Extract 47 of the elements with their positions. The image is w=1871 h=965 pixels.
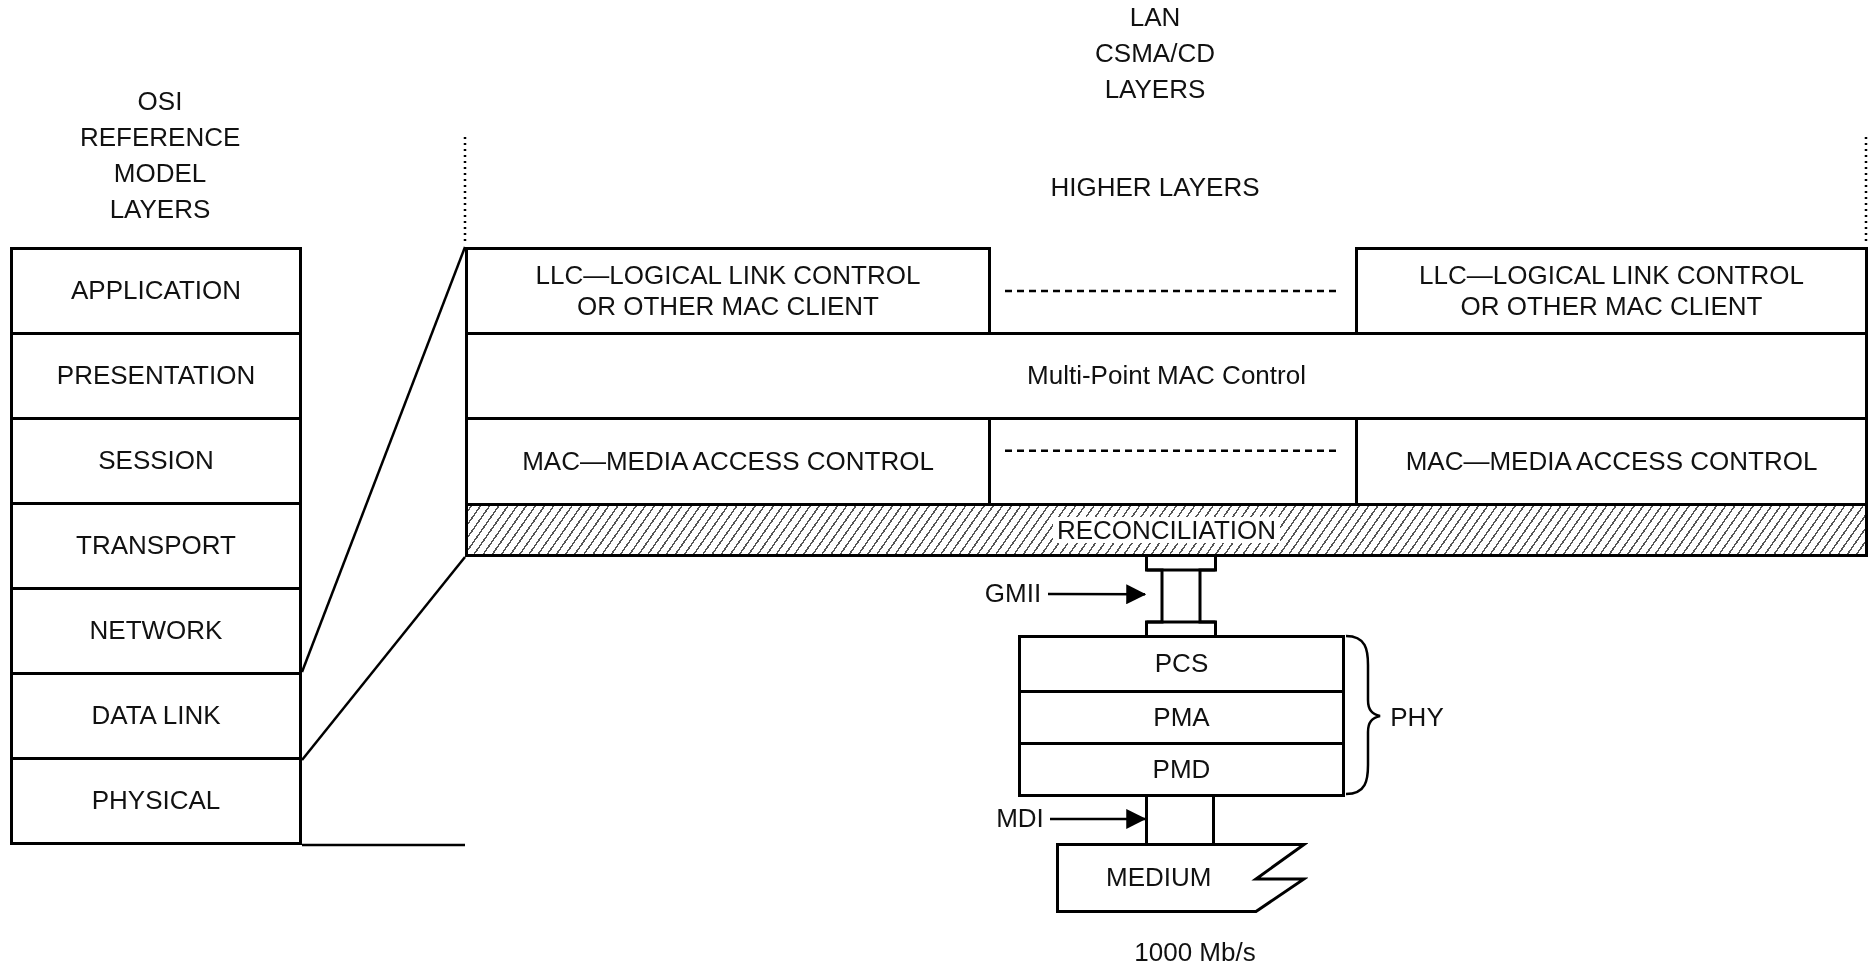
text-label: HIGHER LAYERS: [1049, 171, 1261, 204]
layer-label: PMA: [1153, 701, 1210, 734]
layer-label: DATA LINK: [91, 700, 221, 732]
connector-line: [300, 246, 467, 673]
group-label: PHY: [1389, 701, 1445, 734]
interface-label: GMII: [978, 572, 1048, 616]
connector-line: [301, 556, 466, 761]
osi-layer-box: [10, 417, 302, 505]
layer-label: TRANSPORT: [76, 530, 236, 562]
layer-label: LLC—LOGICAL LINK CONTROL OR OTHER MAC CLIENT: [534, 259, 922, 323]
layer-label: PMD: [1152, 753, 1211, 786]
arrow: [1050, 808, 1147, 829]
interface-label: MDI: [990, 797, 1050, 841]
osi-layer-box: [10, 587, 302, 675]
osi-layer-box: [10, 672, 302, 760]
layer-label: NETWORK: [89, 615, 223, 647]
layer-label: APPLICATION: [71, 275, 241, 307]
layer-label: PHYSICAL: [91, 785, 221, 817]
layer-label: Multi-Point MAC Control: [1027, 360, 1306, 392]
interface-connector: [1145, 794, 1215, 846]
text-label: 1000 Mb/s: [1133, 936, 1257, 965]
layer-label: RECONCILIATION: [1052, 517, 1281, 543]
layer-label: MAC—MEDIA ACCESS CONTROL: [1405, 445, 1818, 478]
arrow: [1048, 584, 1147, 605]
layer-box: [1355, 417, 1868, 506]
osi-layer-box: [10, 502, 302, 590]
layer-box: [465, 332, 1868, 420]
osi-layer-box: [10, 247, 302, 335]
column-heading: LAN CSMA/CD LAYERS: [1094, 1, 1216, 106]
layer-box: [1018, 690, 1345, 745]
layer-box: [1018, 742, 1345, 797]
osi-layer-box: [10, 332, 302, 420]
layer-label: MAC—MEDIA ACCESS CONTROL: [522, 445, 934, 478]
layer-box: [465, 417, 991, 506]
layer-label: SESSION: [98, 445, 214, 477]
hatched-layer-band: [465, 503, 1868, 557]
interface-connector: [1145, 554, 1217, 638]
column-heading: OSI REFERENCE MODEL LAYERS: [80, 85, 240, 226]
medium-shape: [1056, 843, 1308, 913]
osi-layer-box: [10, 757, 302, 845]
layer-box: [1355, 247, 1868, 335]
layer-box: [465, 247, 991, 335]
layer-label: LLC—LOGICAL LINK CONTROL OR OTHER MAC CLIENT: [1418, 259, 1805, 323]
layer-box: [1018, 635, 1345, 693]
layer-label: MEDIUM: [1106, 862, 1212, 894]
layer-label: PRESENTATION: [56, 360, 256, 392]
layer-label: PCS: [1154, 648, 1209, 680]
